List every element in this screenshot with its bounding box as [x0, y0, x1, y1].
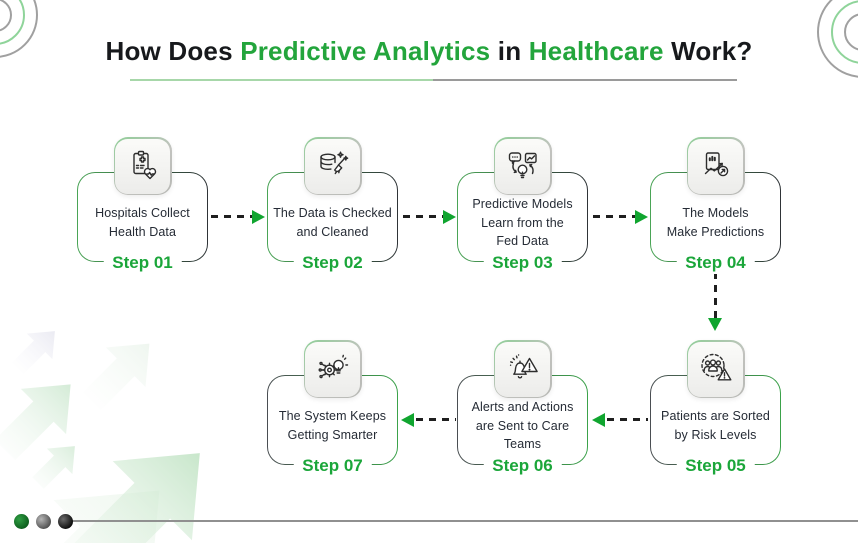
title-part: How Does	[105, 36, 241, 66]
title-part: Work?	[663, 36, 753, 66]
step-label: Step 07	[293, 454, 372, 477]
alert-bell-icon	[509, 354, 538, 379]
dot-gray	[36, 514, 51, 529]
step-label: Step 04	[676, 251, 755, 274]
arrowhead-right-icon	[443, 210, 456, 224]
title-part-highlight: Predictive Analytics	[240, 36, 491, 66]
step-label: Step 06	[483, 454, 562, 477]
page-title: How Does Predictive Analytics in Healthc…	[0, 36, 858, 67]
dashed-arrow-4-5	[714, 272, 717, 318]
step-icon-tile	[686, 340, 745, 398]
prediction-chart-icon	[704, 152, 728, 177]
risk-sort-icon	[700, 353, 731, 381]
step-icon-tile	[493, 137, 552, 195]
dot-black	[58, 514, 73, 529]
arrowhead-left-icon	[592, 413, 605, 427]
step-icon-tile	[303, 340, 362, 398]
step-icon-tile	[686, 137, 745, 195]
dashed-arrow-6-7	[416, 418, 456, 421]
step-icon-tile	[493, 340, 552, 398]
title-underline-green	[130, 79, 433, 81]
database-clean-icon	[319, 151, 348, 175]
dashed-arrow-2-3	[403, 215, 443, 218]
dashed-arrow-1-2	[211, 215, 252, 218]
step-label: Step 03	[483, 251, 562, 274]
arrowhead-right-icon	[252, 210, 265, 224]
step-icon-tile	[113, 137, 172, 195]
dashed-arrow-5-6	[607, 418, 648, 421]
model-learning-icon	[508, 152, 537, 179]
step-label: Step 02	[293, 251, 372, 274]
dot-green	[14, 514, 29, 529]
title-underline-gray	[433, 79, 737, 81]
clipboard-heart-icon	[132, 150, 156, 180]
title-part: in	[490, 36, 529, 66]
smart-gear-icon	[317, 354, 348, 379]
growth-arrows-decoration	[0, 318, 240, 543]
arrowhead-left-icon	[401, 413, 414, 427]
dashed-arrow-3-4	[593, 215, 635, 218]
arrowhead-right-icon	[635, 210, 648, 224]
step-label: Step 01	[103, 251, 182, 274]
step-icon-tile	[303, 137, 362, 195]
title-part-highlight: Healthcare	[528, 36, 664, 66]
footer-line	[72, 520, 858, 522]
step-label: Step 05	[676, 454, 755, 477]
arrowhead-down-icon	[708, 318, 722, 331]
